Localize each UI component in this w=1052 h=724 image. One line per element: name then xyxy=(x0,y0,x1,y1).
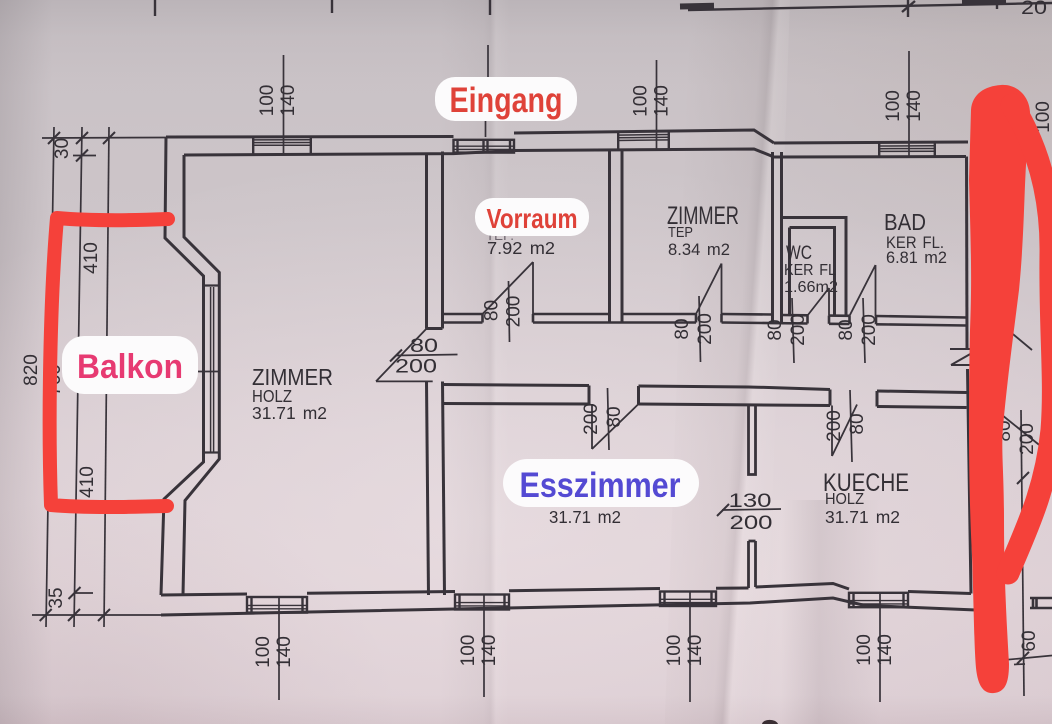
svg-text:130: 130 xyxy=(729,491,772,512)
svg-text:KUECHE: KUECHE xyxy=(823,469,909,497)
svg-text:820: 820 xyxy=(21,354,42,386)
svg-text:200: 200 xyxy=(504,296,525,328)
svg-text:Vorraum: Vorraum xyxy=(487,203,578,234)
svg-text:80: 80 xyxy=(672,318,693,339)
svg-text:410: 410 xyxy=(81,242,102,274)
svg-text:200: 200 xyxy=(695,313,716,345)
svg-text:100: 100 xyxy=(854,634,875,666)
svg-text:20: 20 xyxy=(1021,0,1047,19)
svg-text:80: 80 xyxy=(836,319,857,340)
svg-text:6.81 m2: 6.81 m2 xyxy=(886,249,947,267)
svg-text:200: 200 xyxy=(859,314,880,346)
svg-text:Balkon: Balkon xyxy=(77,348,183,386)
svg-text:35: 35 xyxy=(46,587,67,608)
svg-text:200: 200 xyxy=(824,410,845,442)
svg-text:140: 140 xyxy=(875,634,896,666)
svg-text:80: 80 xyxy=(482,300,503,321)
svg-text:100: 100 xyxy=(253,636,274,668)
svg-text:100: 100 xyxy=(883,90,904,122)
svg-text:200: 200 xyxy=(730,513,773,534)
svg-text:100: 100 xyxy=(257,85,278,117)
svg-text:7.92 m2: 7.92 m2 xyxy=(487,238,555,258)
svg-text:Esszimmer: Esszimmer xyxy=(520,466,681,505)
svg-text:80: 80 xyxy=(604,406,625,427)
svg-text:31.71 m2: 31.71 m2 xyxy=(549,507,621,527)
svg-text:100: 100 xyxy=(458,635,479,667)
svg-text:80: 80 xyxy=(765,319,786,340)
svg-text:80: 80 xyxy=(410,336,438,357)
svg-text:140: 140 xyxy=(685,635,706,667)
svg-text:31.71 m2: 31.71 m2 xyxy=(252,403,327,423)
svg-text:30: 30 xyxy=(52,138,73,159)
svg-text:1.66m2: 1.66m2 xyxy=(784,279,838,296)
svg-text:HOLZ: HOLZ xyxy=(825,491,864,508)
svg-text:Eingang: Eingang xyxy=(450,81,563,120)
svg-text:140: 140 xyxy=(274,636,295,668)
svg-text:BAD: BAD xyxy=(884,209,926,235)
svg-text:100: 100 xyxy=(1033,101,1052,133)
svg-text:200: 200 xyxy=(1017,423,1038,455)
svg-text:31.71 m2: 31.71 m2 xyxy=(825,507,900,527)
svg-text:80: 80 xyxy=(847,413,868,434)
svg-text:200: 200 xyxy=(395,357,437,378)
svg-text:410: 410 xyxy=(77,466,98,498)
svg-text:WC: WC xyxy=(786,243,812,264)
svg-text:60: 60 xyxy=(1019,630,1040,651)
svg-text:140: 140 xyxy=(278,85,299,117)
svg-text:KER FL: KER FL xyxy=(784,262,836,279)
svg-text:KER FL.: KER FL. xyxy=(886,234,944,252)
svg-text:100: 100 xyxy=(631,85,652,117)
svg-text:200: 200 xyxy=(788,314,809,346)
svg-text:140: 140 xyxy=(652,85,673,117)
svg-text:8.34 m2: 8.34 m2 xyxy=(668,241,730,259)
svg-text:TEP: TEP xyxy=(668,224,693,241)
svg-text:200: 200 xyxy=(581,403,602,435)
svg-text:100: 100 xyxy=(664,635,685,667)
svg-text:ZIMMER: ZIMMER xyxy=(667,202,739,230)
svg-text:140: 140 xyxy=(904,90,925,122)
svg-text:140: 140 xyxy=(479,635,500,667)
svg-text:ZIMMER: ZIMMER xyxy=(252,364,333,390)
svg-text:HOLZ: HOLZ xyxy=(252,386,292,406)
